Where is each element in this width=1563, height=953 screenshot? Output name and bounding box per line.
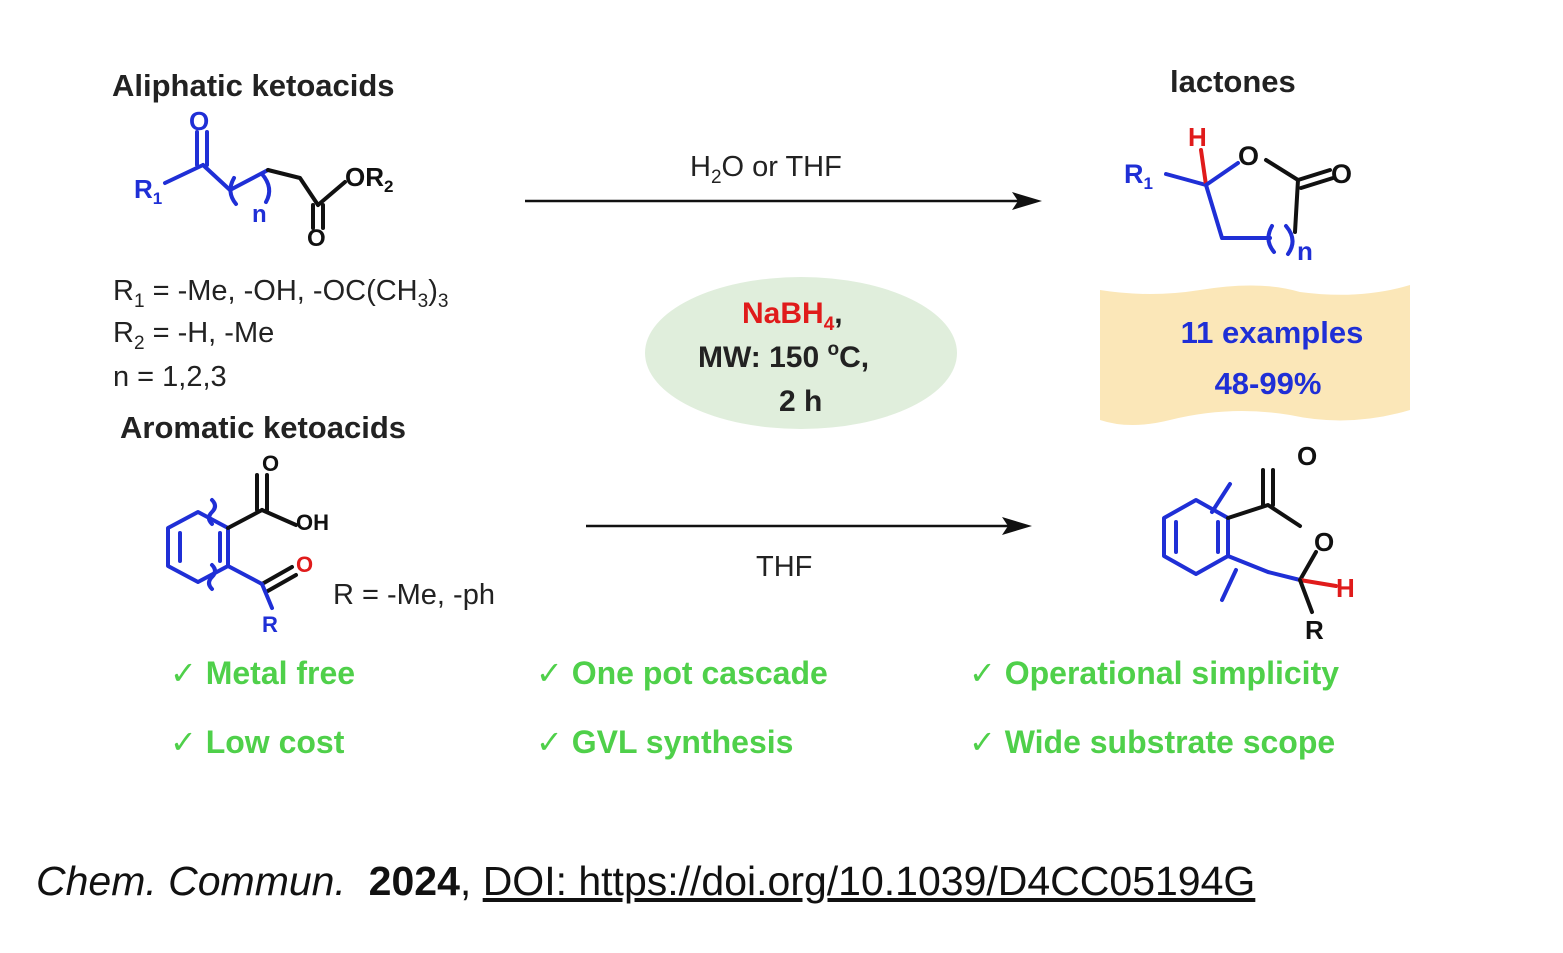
bond-phthalide-top xyxy=(1226,503,1302,528)
lactone-paren-right xyxy=(1284,224,1295,256)
time-condition: 2 h xyxy=(779,385,822,418)
atom-lactone-r1: R1 xyxy=(1124,159,1153,193)
feature-gvl-synthesis: ✓ GVL synthesis xyxy=(536,724,793,760)
bond-ring-left xyxy=(1204,183,1272,240)
substituent-mark-bottom xyxy=(1220,568,1238,602)
atom-n-sub: n xyxy=(252,201,267,228)
r2-definition: R2 = -H, -Me xyxy=(113,317,274,354)
citation-separator: , xyxy=(459,858,483,904)
bond-ring-o2 xyxy=(1264,158,1300,182)
atom-lactone-h: H xyxy=(1188,122,1207,152)
atom-carbonyl-o: O xyxy=(1331,159,1352,189)
feature-metal-free: ✓ Metal free xyxy=(170,655,355,691)
bond-phthalide-carbonyl xyxy=(1261,468,1275,507)
atom-ester-o: O xyxy=(307,225,326,252)
atom-phthalide-carbonyl-o: O xyxy=(1297,441,1317,471)
bond-lactone-carbonyl xyxy=(1296,168,1335,190)
bond-ketone-r xyxy=(260,582,274,610)
aromatic-title: Aromatic ketoacids xyxy=(120,410,406,445)
atom-ketone-o: O xyxy=(189,106,209,136)
bottom-arrow-solvent: THF xyxy=(756,551,812,583)
paren-right xyxy=(260,172,272,204)
atom-aryl-ketone-o: O xyxy=(296,552,313,577)
yield-range: 48-99% xyxy=(1215,366,1322,401)
aliphatic-title: Aliphatic ketoacids xyxy=(112,68,395,103)
bond-phthalide-h xyxy=(1298,578,1338,588)
reagent-label: NaBH4, xyxy=(742,297,843,335)
bond-carbonyl-top xyxy=(195,130,209,167)
bond-aryl-ketone-carbonyl xyxy=(260,565,298,594)
atom-acid-oh: OH xyxy=(296,510,329,535)
ring-substitution-wavy-bottom xyxy=(207,563,217,591)
examples-count: 11 examples xyxy=(1181,315,1364,350)
bottom-reaction-arrowhead xyxy=(1002,517,1032,535)
citation: Chem. Commun. 2024, DOI: https://doi.org… xyxy=(36,858,1255,905)
bond-chain-1 xyxy=(201,163,232,192)
bond-ring-right xyxy=(1293,178,1300,234)
feature-wide-substrate-scope: ✓ Wide substrate scope xyxy=(969,724,1335,760)
top-arrow-solvent: H2O or THF xyxy=(690,151,842,188)
feature-one-pot-cascade: ✓ One pot cascade xyxy=(536,655,828,691)
reaction-scheme: Aliphatic ketoacids lactones Aromatic ke… xyxy=(112,64,1410,760)
product-title: lactones xyxy=(1170,64,1296,99)
atom-ring-o: O xyxy=(1238,141,1259,171)
bond-ring-o1 xyxy=(1204,161,1240,187)
bond-chain-3 xyxy=(266,168,320,207)
ring-substitution-wavy-top xyxy=(207,498,217,526)
citation-doi-link[interactable]: DOI: https://doi.org/10.1039/D4CC05194G xyxy=(482,858,1256,904)
bond-ester-carbonyl xyxy=(311,203,325,230)
bond-acid-carbonyl xyxy=(255,473,269,512)
atom-lactone-n: n xyxy=(1297,236,1313,266)
feature-operational-simplicity: ✓ Operational simplicity xyxy=(969,655,1339,691)
atom-phthalide-h: H xyxy=(1336,573,1355,603)
atom-or2: OR2 xyxy=(345,162,393,196)
phthalide-structure: O O H R xyxy=(1162,441,1355,645)
bond-lactone-r1 xyxy=(1164,172,1208,187)
benzene-inner-bonds-right xyxy=(1174,520,1220,554)
bond-ester-o xyxy=(316,180,347,207)
bond-acid-c xyxy=(226,508,264,530)
citation-year: 2024 xyxy=(368,858,460,904)
aromatic-ketoacid-structure: O OH O R xyxy=(166,451,329,637)
atom-acid-o: O xyxy=(262,451,279,476)
top-reaction-arrowhead xyxy=(1012,192,1042,210)
substituent-mark-top xyxy=(1210,482,1232,514)
bond-phthalide-r xyxy=(1298,578,1314,614)
lactone-structure: R1 H O O n xyxy=(1124,122,1352,266)
benzene-inner-bonds-left xyxy=(178,531,222,563)
bond-ketone-c xyxy=(226,564,264,586)
n-definition: n = 1,2,3 xyxy=(113,361,227,393)
bond-lactone-h xyxy=(1199,148,1208,187)
atom-r1: R1 xyxy=(134,174,162,208)
bond-acid-oh xyxy=(260,508,298,527)
aromatic-r-definition: R = -Me, -ph xyxy=(333,579,495,611)
atom-phthalide-ring-o: O xyxy=(1314,527,1334,557)
lactone-paren-left xyxy=(1266,224,1276,254)
bond-phthalide-ring-o xyxy=(1298,550,1318,582)
atom-aryl-r: R xyxy=(262,612,278,637)
mw-condition: MW: 150 oC, xyxy=(698,339,869,374)
citation-journal: Chem. Commun. xyxy=(36,858,346,904)
bond-phthalide-bottom xyxy=(1226,554,1302,582)
feature-low-cost: ✓ Low cost xyxy=(170,724,345,760)
atom-phthalide-r: R xyxy=(1305,615,1324,645)
aliphatic-ketoacid-structure: R1 O n OR2 O xyxy=(134,106,393,252)
r1-definition: R1 = -Me, -OH, -OC(CH3)3 xyxy=(113,275,448,312)
yield-banner xyxy=(1100,285,1410,425)
bond-r1-c xyxy=(163,163,205,185)
conditions-ellipse xyxy=(645,277,957,429)
